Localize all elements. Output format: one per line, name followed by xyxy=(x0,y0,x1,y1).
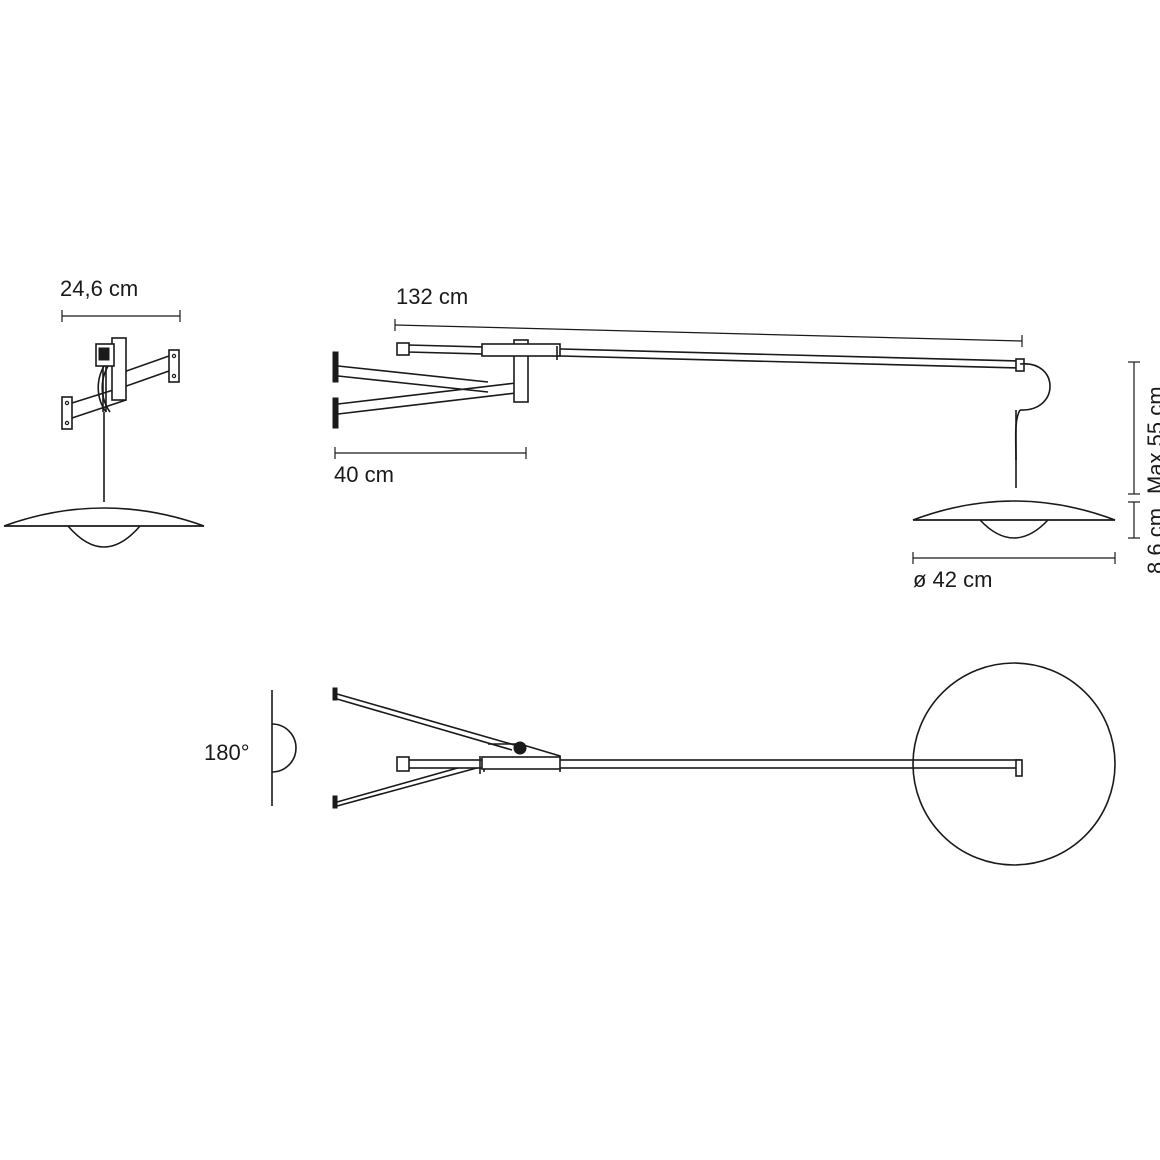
top-view: 180° xyxy=(204,662,1116,866)
front-shade xyxy=(3,507,205,548)
side-wall-arms xyxy=(337,365,517,415)
front-lower-wall-plate xyxy=(61,396,73,430)
wall-arm-label: 40 cm xyxy=(334,462,394,487)
rotation-arc xyxy=(271,723,297,773)
shade-height-label: 8,6 cm xyxy=(1143,508,1160,574)
top-wall-arms xyxy=(336,693,519,807)
reach-dimension xyxy=(394,319,1023,347)
reach-label: 132 cm xyxy=(396,284,468,309)
wall-arm-dimension xyxy=(334,447,527,459)
rotation-label: 180° xyxy=(204,740,250,765)
front-upper-wall-plate xyxy=(168,349,180,383)
top-boom xyxy=(396,756,1023,777)
front-width-label: 24,6 cm xyxy=(60,276,138,301)
side-boom xyxy=(396,342,1025,372)
top-shade xyxy=(912,662,1116,866)
side-view: 132 cm xyxy=(332,284,1160,592)
side-hook xyxy=(1019,363,1051,411)
shade-diameter-label: ø 42 cm xyxy=(913,567,992,592)
top-lower-wall-plate xyxy=(332,795,338,809)
front-width-dimension xyxy=(61,310,181,322)
front-hub xyxy=(111,337,127,401)
shade-diameter-dimension xyxy=(912,552,1116,564)
height-dimensions xyxy=(1128,361,1140,539)
side-upper-wall-plate xyxy=(332,351,339,383)
side-shade xyxy=(912,500,1116,539)
drop-height-label: Max 55 cm xyxy=(1143,386,1160,494)
side-lower-wall-plate xyxy=(332,397,339,429)
front-view: 24,6 cm xyxy=(3,276,205,548)
top-upper-wall-plate xyxy=(332,687,338,701)
